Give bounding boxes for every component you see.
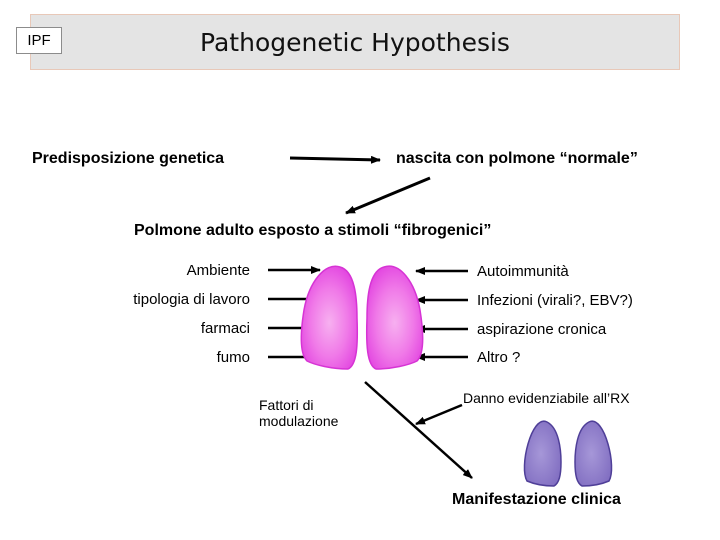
page-title: Pathogenetic Hypothesis	[200, 28, 510, 57]
modulation-line1: Fattori di	[259, 397, 314, 413]
factor-farmaci: farmaci	[200, 320, 250, 337]
factor-autoimmunita: Autoimmunità	[477, 263, 569, 280]
factor-lavoro: tipologia di lavoro	[133, 291, 250, 308]
factor-fumo: fumo	[216, 349, 250, 366]
pink-lung-right	[365, 265, 424, 370]
xray-damage-label: Danno evidenziabile all’RX	[463, 390, 630, 406]
modulation-line2: modulazione	[259, 413, 339, 429]
predisposition-label: Predisposizione genetica	[32, 150, 225, 167]
purple-lung-right	[574, 420, 613, 487]
ipf-badge: IPF	[16, 27, 62, 54]
clinical-manifestation-label: Manifestazione clinica	[452, 491, 621, 508]
birth-label: nascita con polmone “normale”	[396, 150, 638, 167]
arrow-birth-to-adult	[345, 176, 431, 215]
title-bar	[30, 14, 680, 70]
factor-aspirazione: aspirazione cronica	[477, 321, 607, 338]
factor-ambiente: Ambiente	[186, 262, 250, 279]
factor-infezioni: Infezioni (virali?, EBV?)	[477, 292, 633, 309]
arrow-modulation	[364, 381, 473, 479]
pink-lung-left	[300, 265, 359, 370]
arrow-predisposition-to-birth	[289, 155, 381, 164]
factor-altro: Altro ?	[477, 349, 521, 366]
arrow-xray-damage	[415, 403, 463, 426]
adult-lung-label: Polmone adulto esposto a stimoli “fibrog…	[134, 222, 492, 239]
purple-lung-left	[523, 420, 562, 487]
